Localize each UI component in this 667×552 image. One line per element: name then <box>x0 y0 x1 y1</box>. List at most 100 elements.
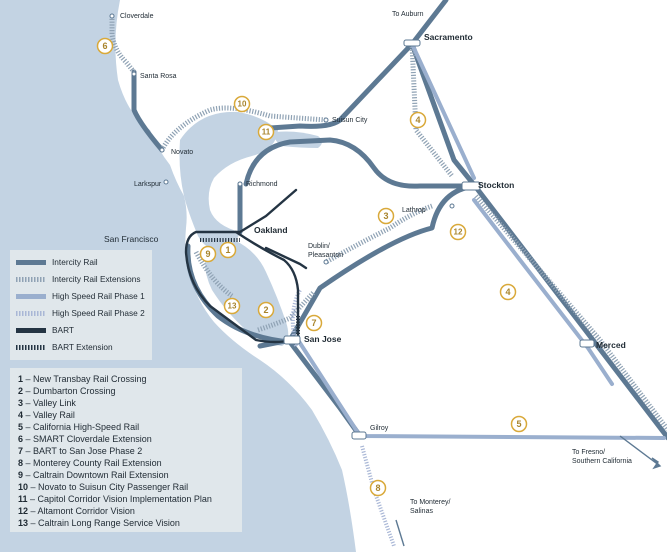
svg-text:5: 5 <box>516 419 521 429</box>
project-list-item: 11 – Capitol Corridor Vision Implementat… <box>18 494 212 505</box>
label-santa-rosa: Santa Rosa <box>140 73 177 80</box>
dashed-line-icon <box>16 276 46 282</box>
badge-1: 1 <box>219 241 237 259</box>
project-list-item: 13 – Caltrain Long Range Service Vision <box>18 518 180 529</box>
label-suisun-city: Suisun City <box>332 117 368 124</box>
project-name: – California High-Speed Rail <box>23 422 140 432</box>
project-number: 2 <box>18 386 24 396</box>
legend-item-hsr-phase-2: High Speed Rail Phase 2 <box>16 305 145 321</box>
legend-item-intercity-rail-extensions: Intercity Rail Extensions <box>16 271 141 287</box>
svg-text:7: 7 <box>311 318 316 328</box>
project-name: – BART to San Jose Phase 2 <box>23 446 143 456</box>
project-number: 10 <box>18 482 29 492</box>
project-badges: 1 2 3 4 4 5 6 7 8 9 10 11 12 13 <box>96 37 528 497</box>
project-name: – SMART Cloverdale Extension <box>23 434 152 444</box>
project-name: – Valley Rail <box>23 410 75 420</box>
legend-item-hsr-phase-1: High Speed Rail Phase 1 <box>16 288 145 304</box>
svg-text:4: 4 <box>415 115 420 125</box>
project-number: 11 <box>18 494 28 504</box>
project-list-item: 9 – Caltrain Downtown Rail Extension <box>18 470 169 481</box>
project-number: 4 <box>18 410 24 420</box>
label-to-monterey: To Monterey/ <box>410 499 451 506</box>
san-pablo-bay <box>179 111 278 252</box>
label-southern-california: Southern California <box>572 458 632 465</box>
solid-line-icon <box>16 259 46 265</box>
project-number: 6 <box>18 434 24 444</box>
svg-text:2: 2 <box>263 305 268 315</box>
label-sacramento: Sacramento <box>424 32 473 42</box>
svg-text:8: 8 <box>375 483 380 493</box>
legend: Intercity Rail Intercity Rail Extensions… <box>10 250 152 360</box>
badge-6: 6 <box>96 37 114 55</box>
legend-label: High Speed Rail Phase 2 <box>52 308 145 318</box>
badge-12: 12 <box>449 223 467 241</box>
label-stockton: Stockton <box>478 180 514 190</box>
project-number: 13 <box>18 518 29 528</box>
badge-13: 13 <box>223 297 241 315</box>
badge-10: 10 <box>233 95 251 113</box>
svg-text:10: 10 <box>238 100 247 109</box>
project-name: – Altamont Corridor Vision <box>28 506 135 516</box>
badge-9: 9 <box>199 245 217 263</box>
label-cloverdale: Cloverdale <box>120 13 154 20</box>
project-number: 1 <box>18 374 24 384</box>
project-name: – Caltrain Long Range Service Vision <box>28 518 180 528</box>
project-list-item: 7 – BART to San Jose Phase 2 <box>18 446 142 457</box>
legend-label: High Speed Rail Phase 1 <box>52 291 145 301</box>
project-list-item: 5 – California High-Speed Rail <box>18 422 139 433</box>
project-number: 8 <box>18 458 24 468</box>
label-to-fresno: To Fresno/ <box>572 449 605 456</box>
project-list-item: 4 – Valley Rail <box>18 410 75 421</box>
project-list-item: 1 – New Transbay Rail Crossing <box>18 374 147 385</box>
project-list-item: 8 – Monterey County Rail Extension <box>18 458 162 469</box>
legend-item-intercity-rail: Intercity Rail <box>16 254 98 270</box>
svg-text:4: 4 <box>505 287 510 297</box>
badge-8: 8 <box>369 479 387 497</box>
project-list-item: 6 – SMART Cloverdale Extension <box>18 434 152 445</box>
badge-5: 5 <box>510 415 528 433</box>
solid-line-icon <box>16 327 46 333</box>
svg-text:6: 6 <box>102 41 107 51</box>
intercity-rail-extensions <box>109 16 667 432</box>
solid-line-icon <box>16 293 46 299</box>
legend-item-bart-extension: BART Extension <box>16 339 113 355</box>
dashed-line-icon <box>16 344 46 350</box>
bart-lines <box>184 188 308 344</box>
project-list-item: 2 – Dumbarton Crossing <box>18 386 116 397</box>
project-name: – Monterey County Rail Extension <box>23 458 162 468</box>
project-name: – Dumbarton Crossing <box>23 386 116 396</box>
label-richmond: Richmond <box>246 181 278 188</box>
project-name: – Novato to Suisun City Passenger Rail <box>28 482 189 492</box>
dashed-line-icon <box>16 310 46 316</box>
project-name: – Capitol Corridor Vision Implementation… <box>27 494 212 504</box>
badge-4-south: 4 <box>499 283 517 301</box>
label-oakland: Oakland <box>254 225 288 235</box>
label-pleasanton: Pleasanton <box>308 252 343 259</box>
legend-label: BART <box>52 325 74 335</box>
project-name: – Caltrain Downtown Rail Extension <box>23 470 169 480</box>
label-salinas: Salinas <box>410 508 433 515</box>
project-number: 7 <box>18 446 24 456</box>
badge-2: 2 <box>257 301 275 319</box>
badge-4-north: 4 <box>409 111 427 129</box>
project-list-item: 3 – Valley Link <box>18 398 76 409</box>
direction-arrows <box>395 435 662 547</box>
badge-3: 3 <box>377 207 395 225</box>
project-name: – Valley Link <box>23 398 76 408</box>
project-name: – New Transbay Rail Crossing <box>23 374 147 384</box>
legend-label: Intercity Rail <box>52 257 98 267</box>
label-larkspur: Larkspur <box>134 181 162 188</box>
legend-item-bart: BART <box>16 322 74 338</box>
svg-text:9: 9 <box>205 249 210 259</box>
label-merced: Merced <box>596 340 626 350</box>
label-lathrop: Lathrop <box>402 207 426 214</box>
legend-label: Intercity Rail Extensions <box>52 274 141 284</box>
label-san-francisco: San Francisco <box>104 234 159 244</box>
label-dublin: Dublin/ <box>308 243 330 250</box>
svg-text:1: 1 <box>225 245 230 255</box>
legend-label: BART Extension <box>52 342 113 352</box>
project-list-item: 12 – Altamont Corridor Vision <box>18 506 135 517</box>
sf-bay <box>204 240 289 346</box>
svg-text:11: 11 <box>262 128 271 137</box>
